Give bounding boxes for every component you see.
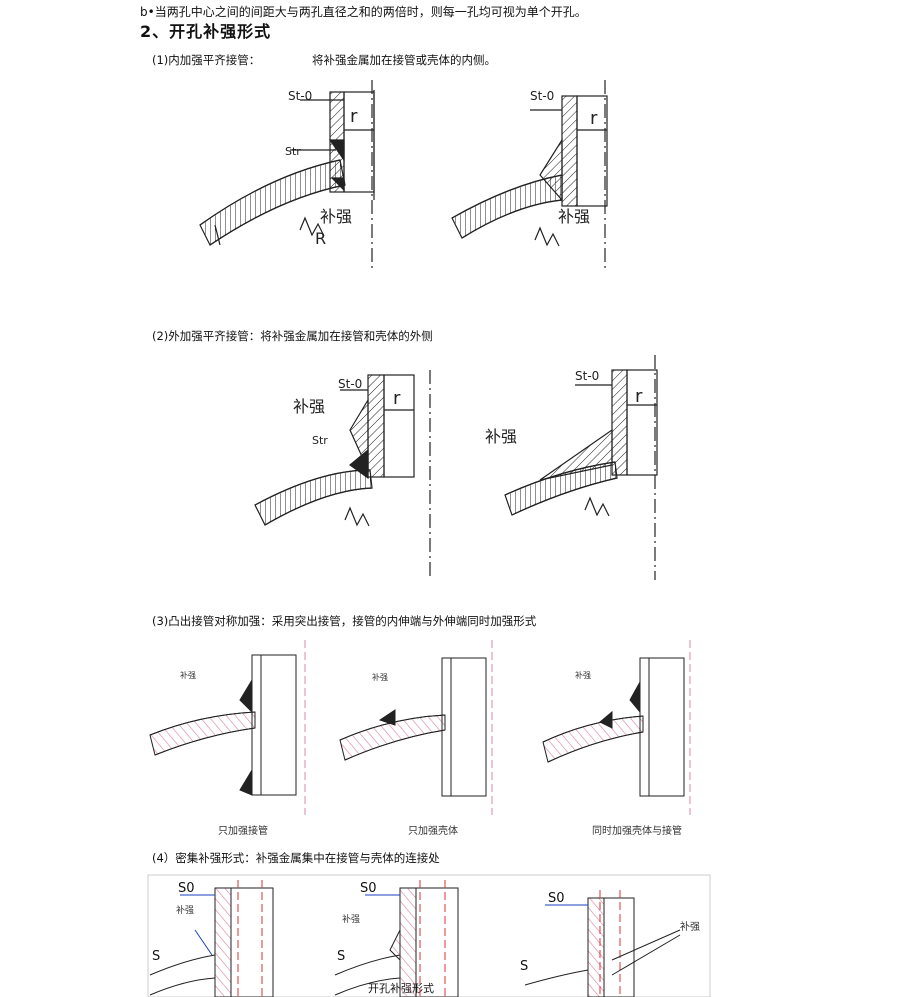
s0-label-4a: S0 [178, 881, 195, 896]
section-heading: 2、开孔补强形式 [140, 22, 272, 41]
reinforce-label-2b: 补强 [485, 427, 517, 446]
caption-3: (3)凸出接管对称加强：采用突出接管，接管的内伸端与外伸端同时加强形式 [152, 614, 537, 628]
reinforce-label-2a: 补强 [293, 397, 325, 416]
fig-1b [451, 80, 608, 270]
intro-note: b•当两孔中心之间的间距大与两孔直径之和的两倍时，则每一孔均可视为单个开孔。 [140, 5, 587, 19]
s-label-4c: S [520, 959, 528, 974]
fig-3a [149, 640, 306, 815]
r-label-2a: r [393, 388, 401, 409]
caption-1a: (1)内加强平齐接管： [152, 53, 261, 67]
s-label-4b: S [337, 949, 345, 964]
str-label-2a: Str [312, 434, 328, 447]
str-label-1a: Str [285, 145, 301, 158]
r-label-2b: r [635, 386, 643, 407]
r-label-1b: r [590, 108, 598, 129]
fig-4c [524, 890, 681, 997]
s0-label-1a: St-0 [288, 89, 312, 103]
fig-3b [339, 640, 493, 815]
reinforce-label-4b: 补强 [342, 913, 360, 925]
s0-label-2a: St-0 [338, 377, 362, 391]
fig-4b [334, 880, 459, 997]
reinforce-label-3b: 补强 [372, 672, 388, 682]
caption-1b: 将补强金属加在接管或壳体的内侧。 [312, 53, 496, 67]
reinforce-label-3c: 补强 [575, 670, 591, 680]
r-label-1a: r [350, 106, 358, 127]
section4-frame [147, 874, 711, 997]
s0-label-4c: S0 [548, 891, 565, 906]
caption-2: (2)外加强平齐接管：将补强金属加在接管和壳体的外侧 [152, 329, 433, 343]
reinforce-label-4c: 补强 [680, 920, 700, 933]
subcaption-3b: 只加强壳体 [408, 826, 458, 837]
subcaption-3a: 只加强接管 [218, 826, 268, 837]
fig-3c [542, 640, 691, 815]
reinforce-label-4a: 补强 [176, 904, 194, 916]
subcaption-3c: 同时加强壳体与接管 [592, 826, 682, 837]
R-label-1a: R [315, 229, 326, 248]
reinforce-label-1b: 补强 [558, 207, 590, 226]
fig-2b [504, 355, 658, 580]
reinforce-label-1a: 补强 [320, 207, 352, 226]
reinforce-label-3a: 补强 [180, 670, 196, 680]
s0-label-4b: S0 [360, 881, 377, 896]
caption-4: (4）密集补强形式：补强金属集中在接管与壳体的连接处 [152, 851, 440, 865]
s-label-4a: S [152, 949, 160, 964]
s0-label-2b: St-0 [575, 369, 599, 383]
fig-1a [199, 80, 375, 270]
fig-4a [149, 880, 274, 997]
fig-2a [254, 370, 431, 580]
s0-label-1b: St-0 [530, 89, 554, 103]
